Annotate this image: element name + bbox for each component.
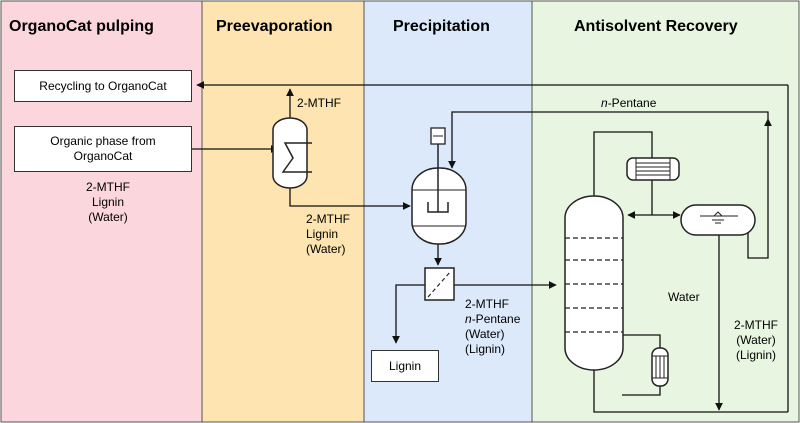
pentane-stream (448, 111, 769, 169)
filtrate-pentane-italic: n (465, 312, 472, 326)
evaporator-icon (272, 117, 312, 189)
bottom-out-composition: 2-MTHF (Water) (Lignin) (734, 318, 778, 363)
organic-phase-box: Organic phase from OrganoCat (14, 126, 192, 172)
filtrate-label-2: n-Pentane (465, 312, 520, 327)
evaporator-out-composition: 2-MTHF Lignin (Water) (306, 212, 350, 257)
decanter-light-stream (747, 118, 772, 259)
header-precipitation: Precipitation (393, 18, 490, 35)
evap-out-label-3: (Water) (306, 242, 346, 256)
distillation-column-icon (564, 195, 624, 371)
column-overhead-stream (593, 131, 653, 205)
water-label: Water (668, 290, 700, 304)
filtrate-composition: 2-MTHF n-Pentane (Water) (Lignin) (465, 297, 520, 357)
condenser-icon (626, 157, 680, 181)
filtrate-label-3: (Water) (465, 327, 505, 341)
decanter-icon (680, 204, 756, 236)
organic-phase-line1: Organic phase from (50, 134, 156, 148)
filtrate-label-1: 2-MTHF (465, 297, 509, 311)
reboiler-return (622, 385, 661, 396)
pentane-label: n-Pentane (601, 96, 656, 111)
evap-out-label-2: Lignin (306, 227, 339, 241)
lignin-box: Lignin (371, 350, 439, 382)
reboiler-loop (622, 334, 661, 348)
filter-icon (424, 267, 455, 301)
filtrate-pentane-rest: -Pentane (471, 312, 521, 326)
pentane-rest: -Pentane (607, 96, 657, 110)
feed-composition: 2-MTHF Lignin (Water) (86, 180, 130, 225)
header-recovery: Antisolvent Recovery (574, 18, 738, 35)
bottom-out-label-3: (Lignin) (735, 348, 777, 362)
agitator-icon (427, 127, 449, 213)
evap-out-label-1: 2-MTHF (306, 212, 350, 226)
column-bottoms-stream (593, 368, 788, 413)
reboiler-icon (651, 347, 669, 387)
feed-label-2: Lignin (91, 195, 125, 209)
evaporator-top-label: 2-MTHF (297, 96, 341, 110)
feed-label-3: (Water) (88, 210, 128, 224)
feed-label-1: 2-MTHF (86, 180, 130, 194)
recycling-box: Recycling to OrganoCat (14, 70, 192, 102)
header-preevaporation: Preevaporation (216, 18, 333, 35)
preevaporation-section (201, 0, 365, 423)
lignin-stream (392, 284, 425, 344)
header-pulping: OrganoCat pulping (9, 18, 154, 35)
reactor-icon (411, 167, 467, 245)
evaporator-bottoms-stream (289, 186, 411, 210)
organic-phase-line2: OrganoCat (73, 149, 133, 163)
bottom-out-label-1: 2-MTHF (734, 318, 778, 332)
pentane-italic: n (601, 96, 608, 110)
filtrate-label-4: (Lignin) (465, 342, 506, 356)
bottom-out-label-2: (Water) (736, 333, 776, 347)
